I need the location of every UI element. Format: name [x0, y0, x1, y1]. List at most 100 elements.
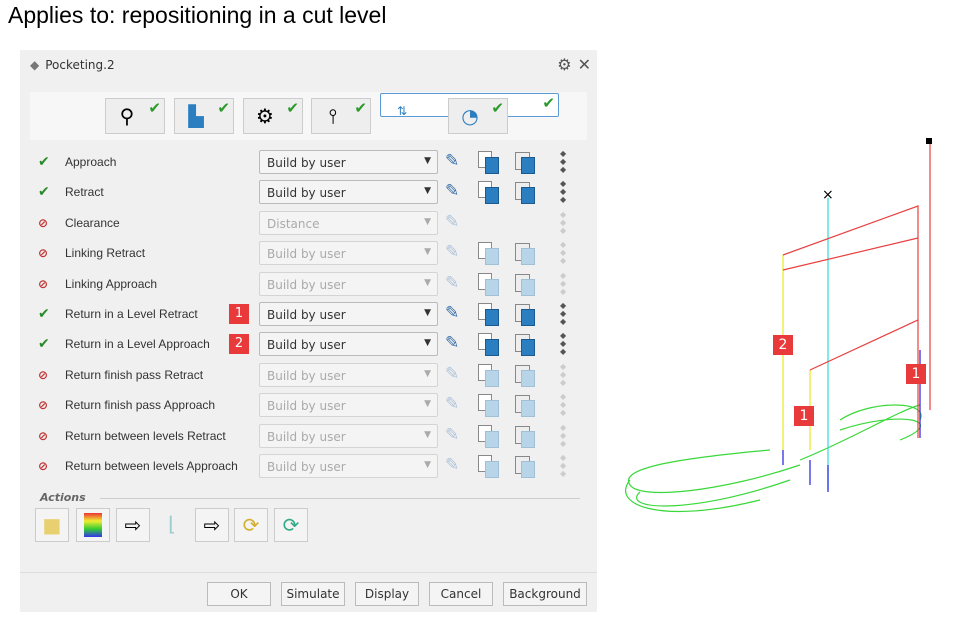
macro-mode-select[interactable]: Build by user▼ — [259, 362, 438, 387]
tab-feeds-speeds[interactable]: ⫯✔ — [311, 98, 371, 134]
more-options-icon[interactable]: ◆◆◆ — [560, 179, 567, 205]
macro-mode-select[interactable]: Build by user▼ — [259, 302, 438, 326]
macro-row: ⊘ Return between levels Approach Build b… — [20, 453, 597, 481]
check-icon: ✔ — [38, 336, 50, 353]
more-options-icon[interactable]: ◆◆◆ — [560, 422, 567, 448]
update-stock-button[interactable]: ⟳ — [234, 508, 268, 542]
pencil-icon[interactable]: ✎ — [445, 424, 460, 445]
macro-mode-select[interactable]: Build by user▼ — [259, 271, 438, 296]
macro-mode-select[interactable]: Build by user▼ — [259, 150, 438, 174]
tab-check-icon: ✔ — [354, 99, 367, 117]
copy-icon[interactable] — [478, 151, 499, 174]
cancel-button[interactable]: Cancel — [429, 582, 493, 606]
macro-mode-select[interactable]: Distance▼ — [259, 210, 438, 235]
arrow-action-button[interactable]: ⇨ — [116, 508, 150, 542]
warning-icon: ⊘ — [38, 276, 49, 291]
copy-icon[interactable] — [478, 272, 499, 296]
chevron-down-icon: ▼ — [424, 156, 431, 166]
diagram-label-1a: 1 — [794, 406, 814, 426]
tab-tool[interactable]: ⚲✔ — [105, 98, 165, 134]
macro-mode-select[interactable]: Build by user▼ — [259, 454, 438, 478]
macro-mode-select[interactable]: Build by user▼ — [259, 332, 438, 357]
more-options-icon[interactable]: ◆◆◆ — [560, 453, 567, 478]
blue-segment — [782, 350, 921, 492]
warning-icon: ⊘ — [38, 367, 49, 382]
more-options-icon[interactable]: ◆◆◆ — [560, 240, 567, 266]
stock-action-button[interactable]: ■ — [35, 508, 69, 542]
tab-check-icon: ✔ — [491, 99, 504, 117]
gear-icon[interactable]: ⚙ — [557, 55, 572, 74]
color-stock-action-button[interactable]: ■ — [76, 508, 110, 542]
paste-icon[interactable] — [514, 364, 535, 387]
display-button[interactable]: Display — [355, 582, 419, 606]
macro-label: Return in a Level Approach — [65, 337, 210, 352]
arrow-right-icon: ⇨ — [124, 513, 142, 537]
more-options-icon[interactable]: ◆◆◆ — [560, 270, 567, 296]
more-options-icon[interactable]: ◆◆◆ — [560, 209, 567, 235]
cross-marker: × — [822, 187, 834, 203]
paste-icon[interactable] — [514, 425, 535, 448]
more-options-icon[interactable]: ◆◆◆ — [560, 392, 567, 418]
macro-row: ✔ Retract Build by user▼ ✎ ◆◆◆ — [20, 179, 597, 207]
pencil-icon[interactable]: ✎ — [445, 333, 460, 354]
update-color-stock-button[interactable]: ⟳ — [274, 508, 308, 542]
copy-icon[interactable] — [478, 424, 499, 448]
tool-icon: ⚲ — [119, 104, 135, 128]
ok-button[interactable]: OK — [207, 582, 271, 606]
close-icon[interactable]: ✕ — [577, 55, 591, 74]
paste-icon[interactable] — [514, 181, 535, 205]
more-options-icon[interactable]: ◆◆◆ — [560, 149, 567, 174]
paste-icon[interactable] — [514, 333, 535, 357]
cube-icon: ■ — [42, 513, 62, 537]
chevron-down-icon: ▼ — [424, 338, 431, 349]
macro-mode-select[interactable]: Build by user▼ — [259, 423, 438, 448]
macro-mode-select[interactable]: Build by user▼ — [259, 180, 438, 205]
copy-icon[interactable] — [478, 181, 499, 205]
pencil-icon[interactable]: ✎ — [445, 181, 460, 202]
pencil-icon[interactable]: ✎ — [445, 272, 460, 293]
paste-icon[interactable] — [514, 151, 535, 174]
end-marker — [926, 138, 932, 144]
pencil-icon[interactable]: ✎ — [445, 151, 460, 171]
copy-icon[interactable] — [478, 394, 499, 418]
simulate-button[interactable]: Simulate — [281, 582, 345, 606]
tab-check-icon: ✔ — [148, 99, 161, 117]
tab-check-icon: ✔ — [286, 99, 299, 117]
macro-label: Return finish pass Approach — [65, 398, 216, 413]
macro-row: ⊘ Return finish pass Retract Build by us… — [20, 362, 597, 390]
paste-icon[interactable] — [514, 455, 535, 478]
pencil-icon[interactable]: ✎ — [445, 455, 460, 475]
copy-icon[interactable] — [478, 333, 499, 357]
tab-speed[interactable]: ◔✔ — [448, 98, 508, 134]
pencil-icon[interactable]: ✎ — [445, 363, 460, 384]
chevron-down-icon: ▼ — [424, 399, 431, 410]
pencil-icon[interactable]: ✎ — [445, 242, 460, 263]
paste-icon[interactable] — [514, 242, 535, 266]
macro-label: Retract — [65, 185, 104, 200]
macro-mode-select[interactable]: Build by user▼ — [259, 241, 438, 266]
copy-icon[interactable] — [478, 242, 499, 266]
paste-icon[interactable] — [514, 273, 535, 296]
macro-row: ✔ Return in a Level Approach 2 Build by … — [20, 331, 597, 359]
more-options-icon[interactable]: ◆◆◆ — [560, 301, 567, 326]
tab-geometry[interactable]: ▙✔ — [174, 98, 234, 134]
copy-icon[interactable] — [478, 455, 499, 478]
macro-row: ✔ Return in a Level Retract 1 Build by u… — [20, 301, 597, 329]
more-options-icon[interactable]: ◆◆◆ — [560, 331, 567, 357]
background-button[interactable]: Background — [503, 582, 587, 606]
pencil-icon[interactable]: ✎ — [445, 303, 460, 323]
paste-icon[interactable] — [514, 394, 535, 418]
chevron-down-icon: ▼ — [424, 277, 431, 288]
tab-strategy[interactable]: ⚙✔ — [243, 98, 303, 134]
arrow-action-button-2[interactable]: ⇨ — [195, 508, 229, 542]
diagram-label-2: 2 — [773, 335, 793, 355]
more-options-icon[interactable]: ◆◆◆ — [560, 361, 567, 387]
macro-mode-select[interactable]: Build by user▼ — [259, 393, 438, 418]
copy-icon[interactable] — [478, 363, 499, 387]
pencil-icon[interactable]: ✎ — [445, 211, 460, 232]
pencil-icon[interactable]: ✎ — [445, 394, 460, 415]
paste-icon[interactable] — [514, 303, 535, 326]
macro-row: ✔ Approach Build by user▼ ✎ ◆◆◆ — [20, 149, 597, 177]
copy-icon[interactable] — [478, 303, 499, 326]
chevron-down-icon: ▼ — [424, 460, 431, 470]
